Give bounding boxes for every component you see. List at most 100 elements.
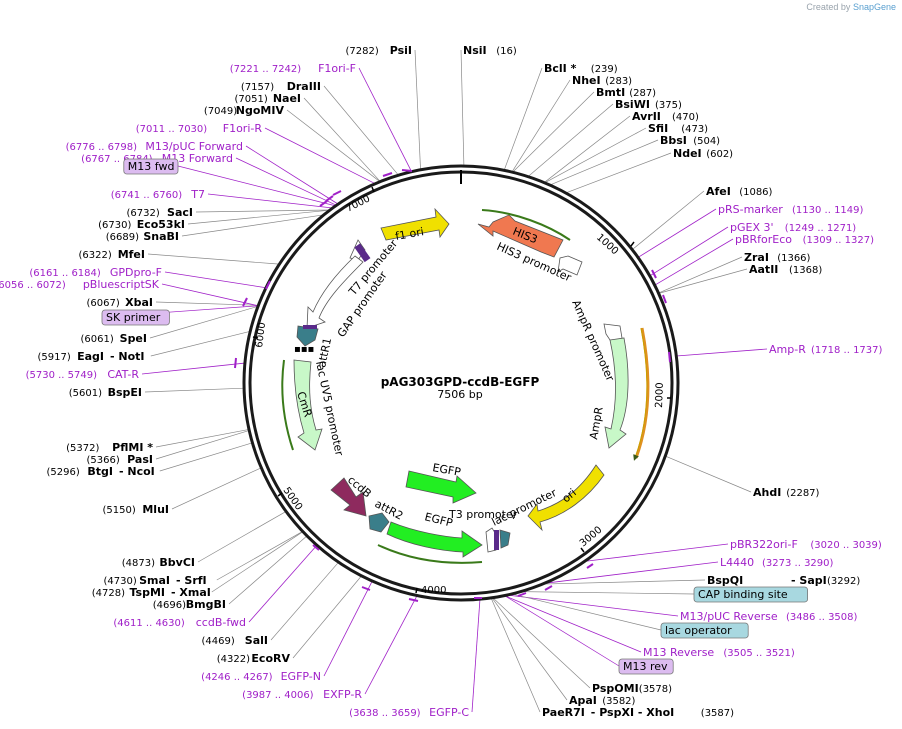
feature-label-ampr-promoter: AmpR promoter <box>569 298 617 384</box>
restriction-site-aatii: AatII(1368) <box>749 263 822 276</box>
site-position: (473) <box>681 124 708 135</box>
box-label: SK primer <box>106 311 161 324</box>
feature-label-f1-ori: f1 ori <box>394 225 425 243</box>
site-position: (3587) <box>701 708 734 719</box>
primer-position: (6776 .. 6798) <box>66 142 138 153</box>
site-position: (6732) <box>127 208 160 219</box>
site-position: (7157) <box>241 82 274 93</box>
cmr-direction-line <box>281 359 294 451</box>
site-name: SnaBI <box>143 230 179 243</box>
restriction-site-saci: SacI (6732) <box>127 206 193 219</box>
site-name: PasI <box>127 453 153 466</box>
site-position: (4696) <box>153 600 186 611</box>
primer-name: T7 <box>190 188 205 201</box>
restriction-site-spei: SpeI(6061) <box>81 332 147 345</box>
restriction-site-bcli: BclI *(239) <box>544 62 618 75</box>
primer-name: F1ori-R <box>223 122 263 135</box>
restriction-site-bbsi: BbsI(504) <box>660 134 720 147</box>
site-position: (239) <box>591 64 618 75</box>
primer-m13-puc-reverse: M13/pUC Reverse (3486 .. 3508) <box>680 610 858 623</box>
primer-name: M13 Reverse <box>643 646 714 659</box>
site-position: (7051) <box>235 94 268 105</box>
primer-name: GPDpro-F <box>110 266 162 279</box>
egfp-direction-line <box>377 544 483 564</box>
restriction-site-pflmi: PflMI * (5372) <box>66 441 153 454</box>
primer-pbr322ori-f: pBR322ori-F(3020 .. 3039) <box>730 538 882 551</box>
site-alt-name: - PspXI - XhoI <box>591 706 674 719</box>
box-cap-binding-site: CAP binding site <box>693 586 808 603</box>
restriction-site-draiii: DraIII (7157) <box>241 80 321 93</box>
primer-name: pBRforEco <box>735 233 792 246</box>
site-name: SalI <box>245 634 268 647</box>
site-name: SfiI <box>648 122 668 135</box>
restriction-site-bspqi: BspQI- SapI(3292) <box>707 574 860 587</box>
feature-cmr <box>293 359 323 451</box>
restriction-site-smai: SmaI(4730)- SrfI <box>104 574 207 587</box>
restriction-site-avrii: AvrII(470) <box>632 110 699 123</box>
site-position: (1086) <box>739 187 772 198</box>
feature-f1-ori <box>380 207 450 241</box>
primer-name: ccdB-fwd <box>196 616 246 629</box>
site-name: XbaI <box>125 296 153 309</box>
primer-position: (3638 .. 3659) <box>349 708 421 719</box>
primer-position: (4611 .. 4630) <box>113 618 185 629</box>
site-alt-name: - SapI <box>791 574 827 587</box>
restriction-site-paer7i: PaeR7I- PspXI - XhoI(3587) <box>542 706 734 719</box>
annotation-labels: NsiI(16)BclI *(239)NheI(283)BmtI(287)Bsi… <box>0 44 883 719</box>
site-position: (5372) <box>66 443 99 454</box>
site-position: (3578) <box>639 684 672 695</box>
primer-name: M13/pUC Forward <box>145 140 243 153</box>
site-alt-name: - SrfI <box>176 574 207 587</box>
restriction-site-bspei: BspEI(5601) <box>69 386 142 399</box>
primer-position: (6056 .. 6072) <box>0 280 66 291</box>
site-name: ApaI <box>569 694 597 707</box>
site-name: DraIII <box>287 80 321 93</box>
site-name: ZraI <box>744 251 769 264</box>
site-position: (6061) <box>81 334 114 345</box>
site-name: EagI <box>77 350 104 363</box>
primer-amp-r: Amp-R(1718 .. 1737) <box>769 343 883 356</box>
site-position: (5150) <box>103 505 136 516</box>
restriction-site-psii: PsiI(7282) <box>346 44 412 57</box>
site-name: PflMI * <box>112 441 153 454</box>
restriction-site-mfei: MfeI(6322) <box>79 248 145 261</box>
site-position: (602) <box>706 149 733 160</box>
site-position: (287) <box>629 88 656 99</box>
restriction-site-bmti: BmtI(287) <box>596 86 656 99</box>
site-position: (5366) <box>87 455 120 466</box>
site-name: NheI <box>572 74 601 87</box>
site-name: BtgI <box>87 465 113 478</box>
site-name: AhdI <box>753 486 781 499</box>
site-position: (2287) <box>786 488 819 499</box>
site-position: (16) <box>496 46 517 57</box>
site-name: SmaI <box>139 574 170 587</box>
primer-prs-marker: pRS-marker(1130 .. 1149) <box>718 203 864 216</box>
site-name: NsiI <box>463 44 487 57</box>
primer-position: (3486 .. 3508) <box>786 612 858 623</box>
primer-position: (1130 .. 1149) <box>792 205 864 216</box>
restriction-site-eco53ki: Eco53kI(6730) <box>98 218 185 231</box>
feature-his3 <box>477 214 564 258</box>
primer-name: EGFP-C <box>429 706 469 719</box>
primer-position: (5730 .. 5749) <box>26 370 98 381</box>
tick-label-2000: 2000 <box>654 382 666 408</box>
restriction-site-zrai: ZraI (1366) <box>744 251 811 264</box>
site-name: BmgBI <box>186 598 226 611</box>
site-position: (3292) <box>827 576 860 587</box>
site-name: PsiI <box>390 44 412 57</box>
site-position: (6730) <box>98 220 131 231</box>
attr1-marks: ▪▪▪ <box>294 344 314 355</box>
site-position: (1366) <box>777 253 810 264</box>
site-name: MluI <box>142 503 169 516</box>
primer-position: (3505 .. 3521) <box>723 648 795 659</box>
feature-egfp-upper <box>405 470 477 504</box>
snapgene-brand: SnapGene <box>852 2 896 12</box>
site-name: SacI <box>167 206 193 219</box>
box-label: CAP binding site <box>698 588 788 601</box>
restriction-site-sfii: SfiI (473) <box>648 122 708 135</box>
feature-t3-promoter <box>494 530 499 550</box>
restriction-site-xbai: XbaI(6067) <box>87 296 153 309</box>
snapgene-credit: Created by SnapGene <box>806 2 896 12</box>
site-alt-name: - NotI <box>110 350 145 363</box>
primer-name: M13/pUC Reverse <box>680 610 778 623</box>
